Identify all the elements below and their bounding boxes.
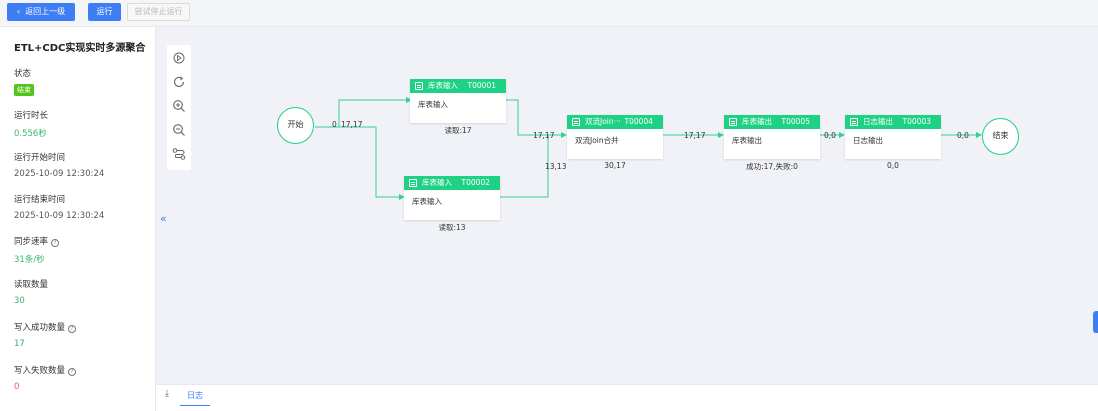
join-icon [572,118,580,126]
side-drawer-handle[interactable] [1093,311,1098,333]
back-button-label: 返回上一级 [25,7,66,16]
write-success-value: 17 [14,339,25,349]
end-time-label: 运行结束时间 [14,195,66,205]
write-fail-value: 0 [14,382,20,392]
edge-label-t2-t4: 13,13 [545,162,567,171]
node-t00001[interactable]: 库表输入 T00001 库表输入 [410,79,506,123]
node-title: 库表输入 [422,178,452,187]
help-icon[interactable]: ? [68,368,77,376]
edge-t1-t4 [506,99,561,136]
write-fail-label-text: 写入失败数量 [14,366,66,376]
start-time-value: 2025-10-09 12:30:24 [14,169,105,179]
run-button-label: 运行 [96,7,113,16]
node-header: 库表输入 T00001 [410,79,506,93]
edge-start-t2 [339,126,399,198]
table-icon [415,82,423,90]
stop-button-label: 尝试停止运行 [134,7,183,16]
history-icon[interactable] [172,51,186,65]
node-code: T00004 [624,117,653,126]
node-stat: 0,0 [887,161,899,170]
double-chevron-left-icon[interactable]: « [160,212,167,225]
node-title: 日志输出 [863,117,893,126]
back-button[interactable]: ‹ 返回上一级 [7,3,75,21]
refresh-icon[interactable] [172,75,186,89]
node-title: 库表输出 [742,117,772,126]
edge-label-t5-t3: 0,0 [824,131,836,140]
duration-label: 运行时长 [14,111,49,121]
node-code: T00003 [902,117,931,126]
canvas-tools [167,45,191,170]
write-fail-label: 写入失败数量? [14,364,77,376]
node-t00002[interactable]: 库表输入 T00002 库表输入 [404,176,500,220]
download-icon[interactable]: ⤓ [165,389,169,399]
log-bar: ⤓ 日志 [156,384,1098,411]
flow-edges [315,97,982,200]
status-badge: 结束 [14,84,34,96]
node-code: T00001 [467,81,496,90]
read-count-label: 读取数量 [14,280,49,290]
node-header: 库表输出 T00005 [724,115,820,129]
run-button[interactable]: 运行 [88,3,121,21]
node-code: T00005 [781,117,810,126]
node-title: 库表输入 [428,81,458,90]
read-count-value: 30 [14,296,25,306]
flow-canvas[interactable] [156,27,1098,384]
node-t00005[interactable]: 库表输出 T00005 库表输出 [724,115,820,159]
edge-t2-t4 [500,135,549,198]
node-description: 双流Join合并 [575,136,619,145]
node-description: 日志输出 [853,136,883,145]
help-icon[interactable]: ? [51,239,60,247]
node-header: 库表输入 T00002 [404,176,500,190]
start-node[interactable]: 开始 [277,107,314,144]
end-time-value: 2025-10-09 12:30:24 [14,211,105,221]
edge-label-start-b: 17,17 [341,120,363,129]
end-node[interactable]: 结束 [982,118,1019,155]
layout-icon[interactable] [172,147,186,161]
node-stat: 读取:17 [444,126,472,135]
node-code: T00002 [461,178,490,187]
zoom-out-icon[interactable] [172,123,186,137]
edge-start-t1 [315,99,406,128]
help-icon[interactable]: ? [68,325,77,333]
node-stat: 读取:13 [438,223,466,232]
run-info-panel: ETL+CDC实现实时多源聚合 状态 结束 运行时长 0.556秒 运行开始时间… [0,27,156,411]
sync-rate-label: 同步速率? [14,235,60,247]
edge-label-start-a: 0 [332,120,337,129]
start-time-label: 运行开始时间 [14,153,66,163]
log-icon [850,118,858,126]
node-t00003[interactable]: 日志输出 T00003 日志输出 [845,115,941,159]
node-t00004[interactable]: 双流Join···T00004 双流Join合并 [567,115,663,159]
node-description: 库表输出 [732,136,762,145]
stop-button[interactable]: 尝试停止运行 [127,3,190,21]
tab-log[interactable]: 日志 [180,390,210,406]
top-toolbar: ‹ 返回上一级 运行 尝试停止运行 [0,0,1098,27]
sync-rate-value: 31条/秒 [14,255,45,265]
node-title: 双流Join··· [585,117,621,126]
write-success-label: 写入成功数量? [14,321,77,333]
duration-value: 0.556秒 [14,129,47,139]
node-header: 日志输出 T00003 [845,115,941,129]
node-header: 双流Join···T00004 [567,115,663,129]
node-description: 库表输入 [418,100,448,109]
job-title: ETL+CDC实现实时多源聚合 [14,43,146,54]
table-icon [409,179,417,187]
zoom-in-icon[interactable] [172,99,186,113]
node-stat: 30,17 [604,161,626,170]
sync-rate-label-text: 同步速率 [14,237,49,247]
chevron-left-icon: ‹ [16,7,21,16]
status-label: 状态 [14,69,32,79]
node-stat: 成功:17,失败:0 [746,162,798,171]
write-success-label-text: 写入成功数量 [14,323,66,333]
edge-label-t3-end: 0,0 [957,131,969,140]
table-icon [729,118,737,126]
edge-label-t1-t4: 17,17 [533,131,555,140]
node-description: 库表输入 [412,197,442,206]
edge-label-t4-t5: 17,17 [684,131,706,140]
